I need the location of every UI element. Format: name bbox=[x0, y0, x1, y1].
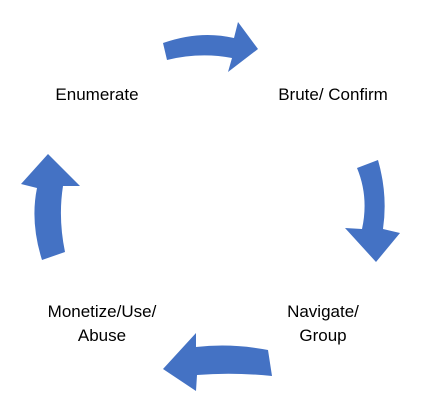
step-brute-confirm-line-1: Brute/ Confirm bbox=[278, 85, 388, 104]
step-navigate-group: Navigate/ Group bbox=[258, 300, 388, 348]
step-enumerate-line-1: Enumerate bbox=[55, 85, 139, 104]
step-monetize-use-abuse-line-1: Monetize/Use/ bbox=[47, 302, 157, 321]
step-navigate-group-line-2: Group bbox=[299, 326, 347, 345]
arrow-navigate-to-monetize bbox=[163, 333, 272, 391]
arrow-enumerate-to-brute bbox=[163, 22, 258, 72]
step-brute-confirm: Brute/ Confirm bbox=[253, 83, 413, 107]
step-monetize-use-abuse: Monetize/Use/ Abuse bbox=[22, 300, 182, 348]
arrow-monetize-to-enumerate bbox=[21, 154, 80, 260]
step-navigate-group-line-1: Navigate/ bbox=[287, 302, 359, 321]
step-enumerate: Enumerate bbox=[32, 83, 162, 107]
step-monetize-use-abuse-line-2: Abuse bbox=[77, 326, 127, 345]
arrow-brute-to-navigate bbox=[345, 160, 400, 262]
